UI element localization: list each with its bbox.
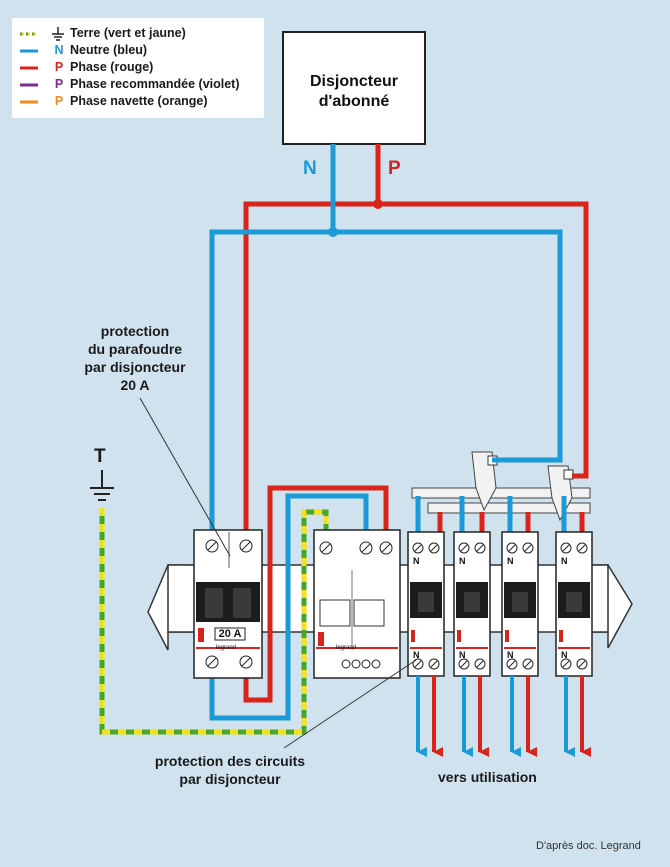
annotation-circuit-breakers: protection des circuits par disjoncteur	[132, 752, 328, 788]
brand-logo-surge: legrand	[335, 645, 356, 651]
legend-item-neutral: N Neutre (bleu)	[12, 43, 264, 59]
output-label: vers utilisation	[438, 769, 537, 785]
legend: Terre (vert et jaune) N Neutre (bleu) P …	[12, 18, 264, 118]
legend-item-phase-shuttle: P Phase navette (orange)	[12, 94, 264, 110]
annotation-top-pointer	[139, 397, 231, 557]
annotation-surge-breaker: protection du parafoudre par disjoncteur…	[50, 322, 220, 394]
legend-code-phase: P	[54, 60, 64, 74]
annotation-bottom-line1: protection des circuits	[154, 753, 306, 769]
surge-protector	[313, 529, 401, 679]
legend-code-neutral: N	[54, 43, 64, 57]
main-phase-label: P	[388, 158, 401, 179]
breaker-circuit-1	[407, 531, 445, 677]
neutral-mark-top-4: N	[561, 556, 568, 566]
main-breaker-title-line1: Disjoncteur	[309, 73, 398, 90]
legend-label-phase: Phase (rouge)	[70, 60, 154, 74]
phase-junction	[373, 199, 383, 209]
earth-wire	[99, 508, 329, 735]
legend-item-earth: Terre (vert et jaune)	[12, 26, 264, 42]
annotation-top-line2: du parafoudre	[87, 341, 183, 357]
breaker-circuit-4	[555, 531, 593, 677]
annotation-top-line3: par disjoncteur	[84, 359, 186, 375]
legend-item-phase-recommended: P Phase recommandée (violet)	[12, 77, 264, 93]
legend-label-neutral: Neutre (bleu)	[70, 43, 148, 57]
neutral-mark-bottom-4: N	[561, 650, 568, 660]
phase-line-icon	[20, 66, 38, 70]
legend-code-phase-shuttle: P	[54, 94, 64, 108]
main-breaker-title-line2: d'abonné	[318, 93, 390, 110]
neutral-junction	[328, 227, 338, 237]
main-breaker-box	[282, 31, 426, 145]
neutral-line-icon	[20, 49, 38, 53]
earth-symbol	[90, 470, 114, 501]
earth-dashed-line-icon	[20, 32, 38, 36]
earth-icon	[52, 27, 64, 41]
brand-logo-breaker: legrand	[215, 645, 236, 651]
legend-label-phase-shuttle: Phase navette (orange)	[70, 94, 208, 108]
main-breaker-title: Disjoncteur d'abonné	[283, 72, 425, 112]
neutral-mark-top-1: N	[413, 556, 420, 566]
neutral-mark-top-2: N	[459, 556, 466, 566]
legend-label-earth: Terre (vert et jaune)	[70, 26, 186, 40]
legend-code-phase-recommended: P	[54, 77, 64, 91]
annotation-top-line1: protection	[100, 323, 170, 339]
breaker-circuit-2	[453, 531, 491, 677]
neutral-wires	[209, 144, 567, 721]
earth-label: T	[94, 446, 106, 467]
phase-shuttle-line-icon	[20, 100, 38, 104]
output-wires	[416, 676, 591, 757]
annotation-bottom-line2: par disjoncteur	[179, 771, 281, 787]
phase-recommended-line-icon	[20, 83, 38, 87]
breaker-circuit-3	[501, 531, 539, 677]
credit-text: D'après doc. Legrand	[536, 840, 641, 852]
annotation-top-line4: 20 A	[120, 377, 150, 393]
neutral-mark-bottom-2: N	[459, 650, 466, 660]
neutral-mark-top-3: N	[507, 556, 514, 566]
annotation-bottom-pointer	[283, 659, 417, 749]
neutral-mark-bottom-3: N	[507, 650, 514, 660]
legend-label-phase-recommended: Phase recommandée (violet)	[70, 77, 240, 91]
breaker-20a	[193, 529, 263, 679]
legend-item-phase: P Phase (rouge)	[12, 60, 264, 76]
main-neutral-label: N	[303, 158, 317, 179]
breaker-rating-label: 20 A	[218, 628, 242, 640]
neutral-mark-bottom-1: N	[413, 650, 420, 660]
